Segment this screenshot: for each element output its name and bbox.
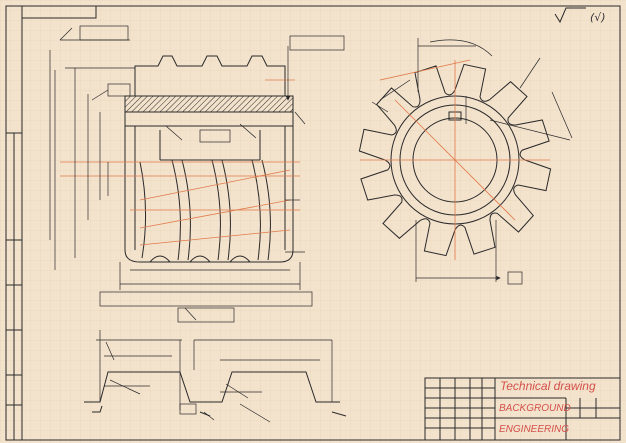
dimensions-left [49,25,345,323]
construction-lines-right [360,59,550,260]
title-block-line-1: BACKGROUND [499,403,571,414]
drawing-title: Technical drawing [500,379,596,393]
title-block [424,377,621,441]
roughness-symbol-icon [554,7,586,24]
tooth-profile-dimensions [96,330,333,423]
sheet-frame [5,5,621,441]
title-block-line-2: ENGINEERING [499,424,570,435]
hob-side-view [124,55,294,263]
dimensions-right [371,38,573,285]
roughness-label: (√) [590,11,606,24]
